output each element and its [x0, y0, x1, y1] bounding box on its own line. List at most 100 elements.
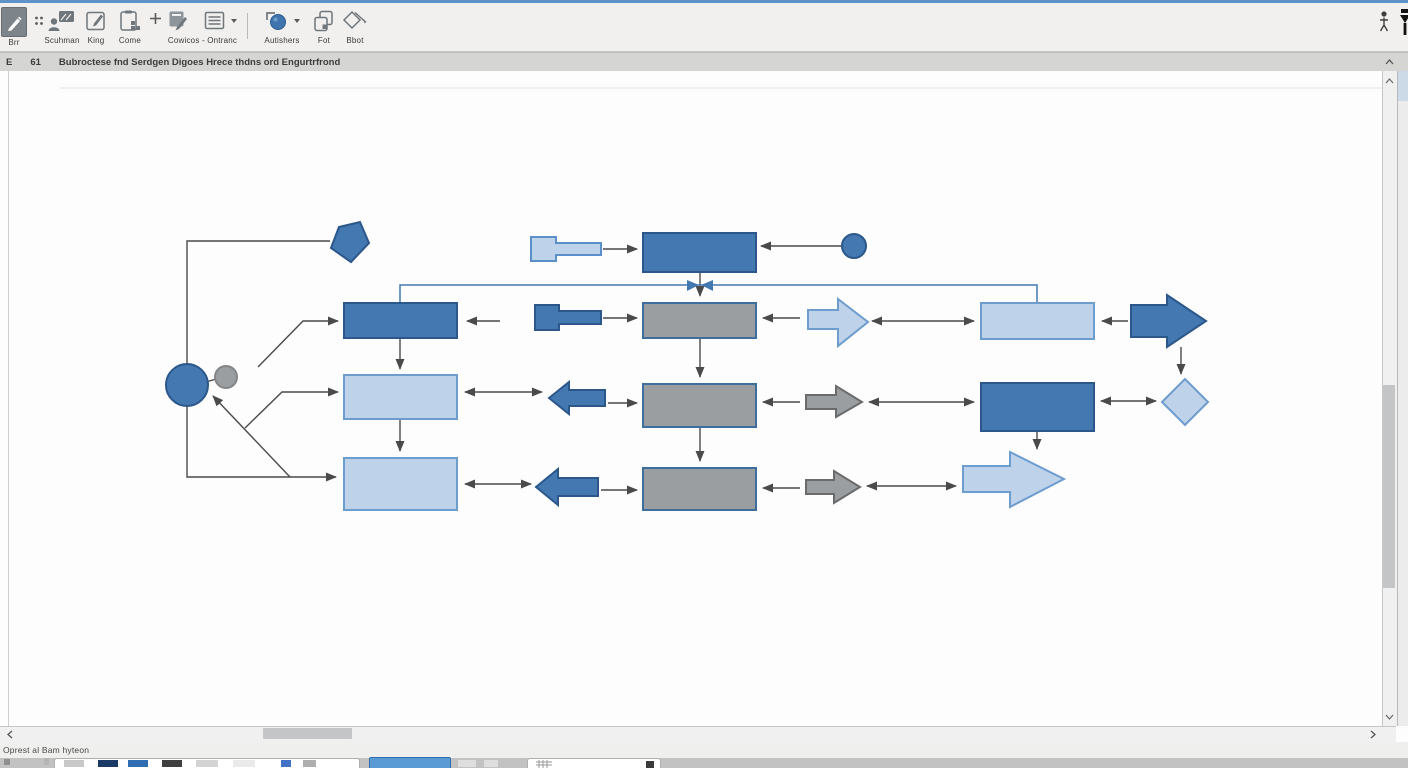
- arrow-right-gray-row4[interactable]: [805, 469, 862, 505]
- key-shape-blue[interactable]: [534, 304, 602, 331]
- process-box-row2-mid[interactable]: [642, 302, 757, 339]
- chevron-down-icon: [293, 19, 300, 23]
- decision-diamond[interactable]: [1160, 377, 1210, 427]
- arrow-right-dark[interactable]: [1130, 293, 1208, 349]
- clipboard-orgchart-icon: [116, 7, 144, 35]
- toolbar-separator: [247, 13, 248, 39]
- toolbar-label: Scuhman: [44, 36, 80, 45]
- grip-dots-icon: [35, 16, 43, 25]
- toolbar-label: King: [87, 36, 105, 45]
- color-swatch[interactable]: [233, 760, 255, 767]
- pentagon-arrow-shape[interactable]: [329, 220, 371, 264]
- palette-chip[interactable]: [458, 760, 476, 767]
- bottom-palette-row: [0, 757, 1408, 768]
- scroll-down-button[interactable]: [1383, 710, 1395, 724]
- diag-connector-row3[interactable]: [244, 387, 339, 429]
- toolbar-label: Brr: [8, 38, 20, 47]
- grid-panel: [527, 758, 661, 768]
- tab-letter: E: [6, 57, 13, 68]
- process-box-row4-left[interactable]: [343, 457, 458, 511]
- collapse-chevron-button[interactable]: [1382, 55, 1396, 69]
- fill-color-icon: [257, 7, 307, 35]
- plus-icon: [150, 13, 161, 24]
- dark-swatch[interactable]: [646, 761, 654, 768]
- arrow-left-row4[interactable]: [534, 466, 599, 508]
- diag-connector-to-circle[interactable]: [212, 395, 291, 478]
- blue-arrowhead-left[interactable]: [701, 280, 713, 291]
- chevron-left-icon: [7, 730, 13, 738]
- arrow-right-big-light[interactable]: [962, 450, 1067, 509]
- horizontal-scroll-thumb[interactable]: [263, 728, 352, 739]
- right-edge-panel: [1397, 71, 1408, 726]
- small-gray-circle[interactable]: [214, 365, 238, 389]
- person-flag-icon: [46, 7, 78, 35]
- document-tab-bar: E 61 Bubroctese fnd Serdgen Digoes Hrece…: [0, 52, 1408, 73]
- process-box-top[interactable]: [642, 232, 757, 273]
- color-swatch[interactable]: [162, 760, 182, 767]
- process-box-row3-mid[interactable]: [642, 383, 757, 428]
- chevron-down-icon: [1385, 714, 1393, 720]
- frame-pen-icon: [83, 7, 109, 35]
- scroll-left-button[interactable]: [3, 728, 17, 740]
- outline-list-button[interactable]: [200, 7, 242, 35]
- arrow-right-light[interactable]: [807, 296, 870, 349]
- toolbar-label: Bbot: [346, 36, 364, 45]
- arrow-left-row3[interactable]: [547, 379, 606, 417]
- chevron-right-icon: [1370, 730, 1376, 738]
- color-swatch[interactable]: [128, 760, 148, 767]
- user-figure-icon[interactable]: [1377, 10, 1391, 32]
- diamond-pen-icon: [340, 7, 370, 35]
- presenter-tool-button[interactable]: Scuhman: [40, 7, 84, 45]
- right-edge-panel-accent: [1398, 71, 1408, 101]
- blue-arrowhead-right[interactable]: [687, 280, 699, 291]
- toolbar-label: Come: [118, 36, 142, 45]
- diag-connector-row2[interactable]: [257, 316, 339, 368]
- grip-handle[interactable]: [32, 15, 46, 27]
- page-pen-button[interactable]: [164, 7, 194, 35]
- chevron-down-icon: [231, 19, 237, 23]
- fill-color-button[interactable]: Autishers: [256, 7, 308, 45]
- scroll-up-button[interactable]: [1383, 74, 1395, 88]
- page-edit-group: Cowicos - Ontranc: [160, 7, 245, 45]
- page-pen-icon: [169, 11, 187, 31]
- vertical-scroll-thumb[interactable]: [1383, 385, 1395, 588]
- grid-icon: [536, 760, 552, 768]
- frame-edit-button[interactable]: King: [81, 7, 111, 45]
- arrow-right-gray-row3[interactable]: [805, 384, 864, 419]
- tab-number: 61: [30, 57, 41, 68]
- add-button[interactable]: [148, 12, 163, 25]
- draw-tool-button[interactable]: Brr: [1, 7, 27, 47]
- process-box-row3-left[interactable]: [343, 374, 458, 420]
- palette-chip[interactable]: [484, 760, 498, 767]
- window-top-strip: [0, 0, 1408, 3]
- shape-edit-button[interactable]: Bbot: [338, 7, 372, 45]
- status-text: Oprest al Bam hyteon: [3, 745, 90, 755]
- color-swatch[interactable]: [303, 760, 316, 767]
- connector-circle-top[interactable]: [841, 233, 867, 259]
- process-box-row4-mid[interactable]: [642, 467, 757, 511]
- process-box-row2-left[interactable]: [343, 302, 458, 339]
- color-swatch[interactable]: [196, 760, 218, 767]
- active-page-button[interactable]: [369, 757, 451, 768]
- loop-connector[interactable]: [186, 240, 337, 482]
- key-shape-light[interactable]: [530, 236, 602, 262]
- horizontal-scrollbar[interactable]: [0, 726, 1396, 743]
- scroll-right-button[interactable]: [1366, 728, 1380, 740]
- color-swatch[interactable]: [98, 760, 118, 767]
- process-box-row3-right[interactable]: [980, 382, 1095, 432]
- diagram-svg: [60, 87, 1390, 511]
- blue-elbow-connector[interactable]: [399, 284, 1038, 302]
- palette-mark: [44, 758, 49, 765]
- start-circle[interactable]: [165, 363, 209, 407]
- color-swatch[interactable]: [281, 760, 291, 767]
- pen-icon: [1, 7, 27, 37]
- process-box-row2-right[interactable]: [980, 302, 1095, 340]
- chevron-up-icon: [1385, 78, 1393, 84]
- color-swatch[interactable]: [64, 760, 84, 767]
- main-toolbar: Brr Scuhman: [0, 3, 1408, 52]
- clipboard-diagram-button[interactable]: Come: [115, 7, 145, 45]
- copy-pages-button[interactable]: Fot: [309, 7, 339, 45]
- toolbar-label: Fot: [317, 36, 331, 45]
- pin-icon-partial[interactable]: [1400, 9, 1408, 37]
